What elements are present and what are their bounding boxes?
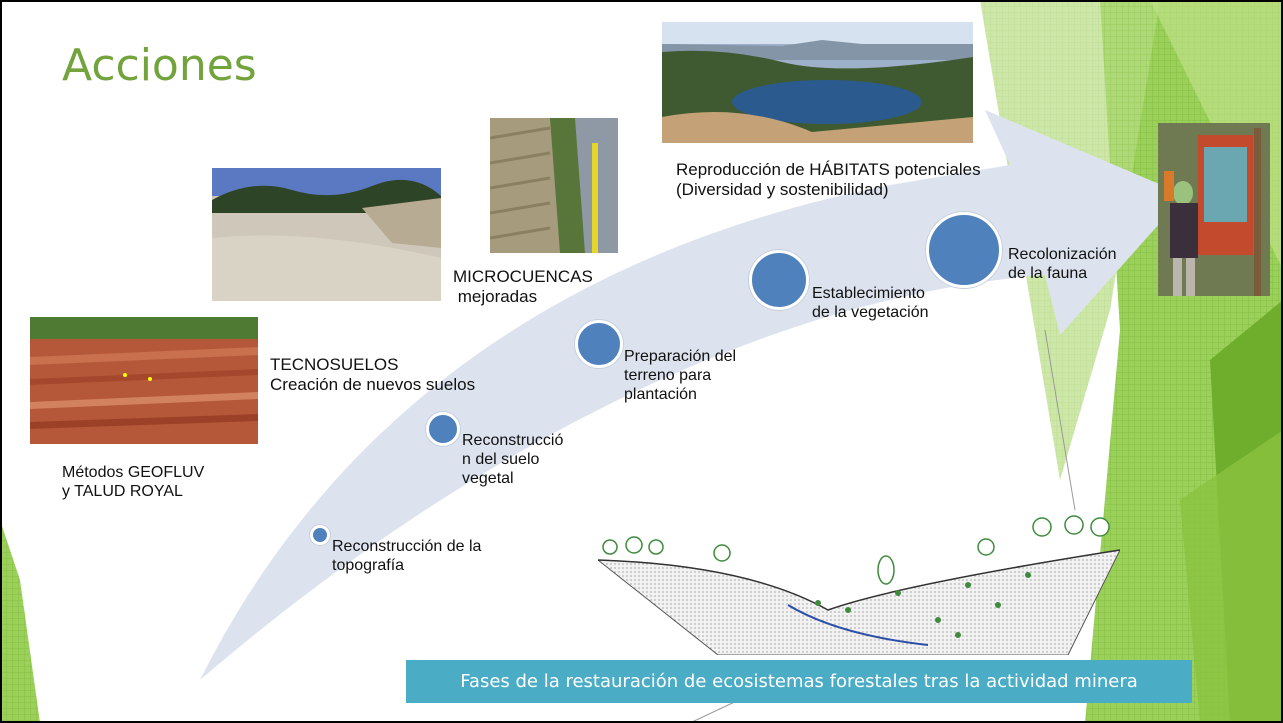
phase-label-4: Establecimiento de la vegetación bbox=[812, 285, 929, 321]
phase-dot-2 bbox=[426, 412, 460, 446]
landscape-cross-section-drawing bbox=[598, 515, 1120, 655]
person-at-sign-photo bbox=[1158, 123, 1270, 296]
red-rock-slope-photo bbox=[30, 317, 258, 444]
phase-dot-1 bbox=[310, 525, 330, 545]
phase-label-2: Reconstrucció n del suelo vegetal bbox=[462, 432, 564, 487]
phase-label-5: Recolonización de la fauna bbox=[1008, 246, 1117, 282]
geofluv-label: Métodos GEOFLUV y TALUD ROYAL bbox=[62, 464, 205, 500]
bare-soil-slope-photo bbox=[212, 168, 441, 301]
phase-label-3: Preparación del terreno para plantación bbox=[624, 348, 737, 403]
microcuencas-label: MICROCUENCAS mejoradas bbox=[453, 267, 593, 306]
lake-habitat-photo bbox=[662, 22, 973, 143]
phase-label-1: Reconstrucción de la topografía bbox=[332, 538, 482, 574]
page-title: Acciones bbox=[62, 40, 257, 91]
microcuencas-photo bbox=[490, 118, 618, 253]
phase-dot-4 bbox=[749, 250, 809, 310]
phase-dot-5 bbox=[926, 212, 1002, 288]
tecnosuelos-label: TECNOSUELOS Creación de nuevos suelos bbox=[270, 355, 476, 394]
phase-dot-3 bbox=[575, 320, 623, 368]
caption-box: Fases de la restauración de ecosistemas … bbox=[406, 660, 1192, 703]
habitats-label: Reproducción de HÁBITATS potenciales (Di… bbox=[676, 160, 981, 199]
